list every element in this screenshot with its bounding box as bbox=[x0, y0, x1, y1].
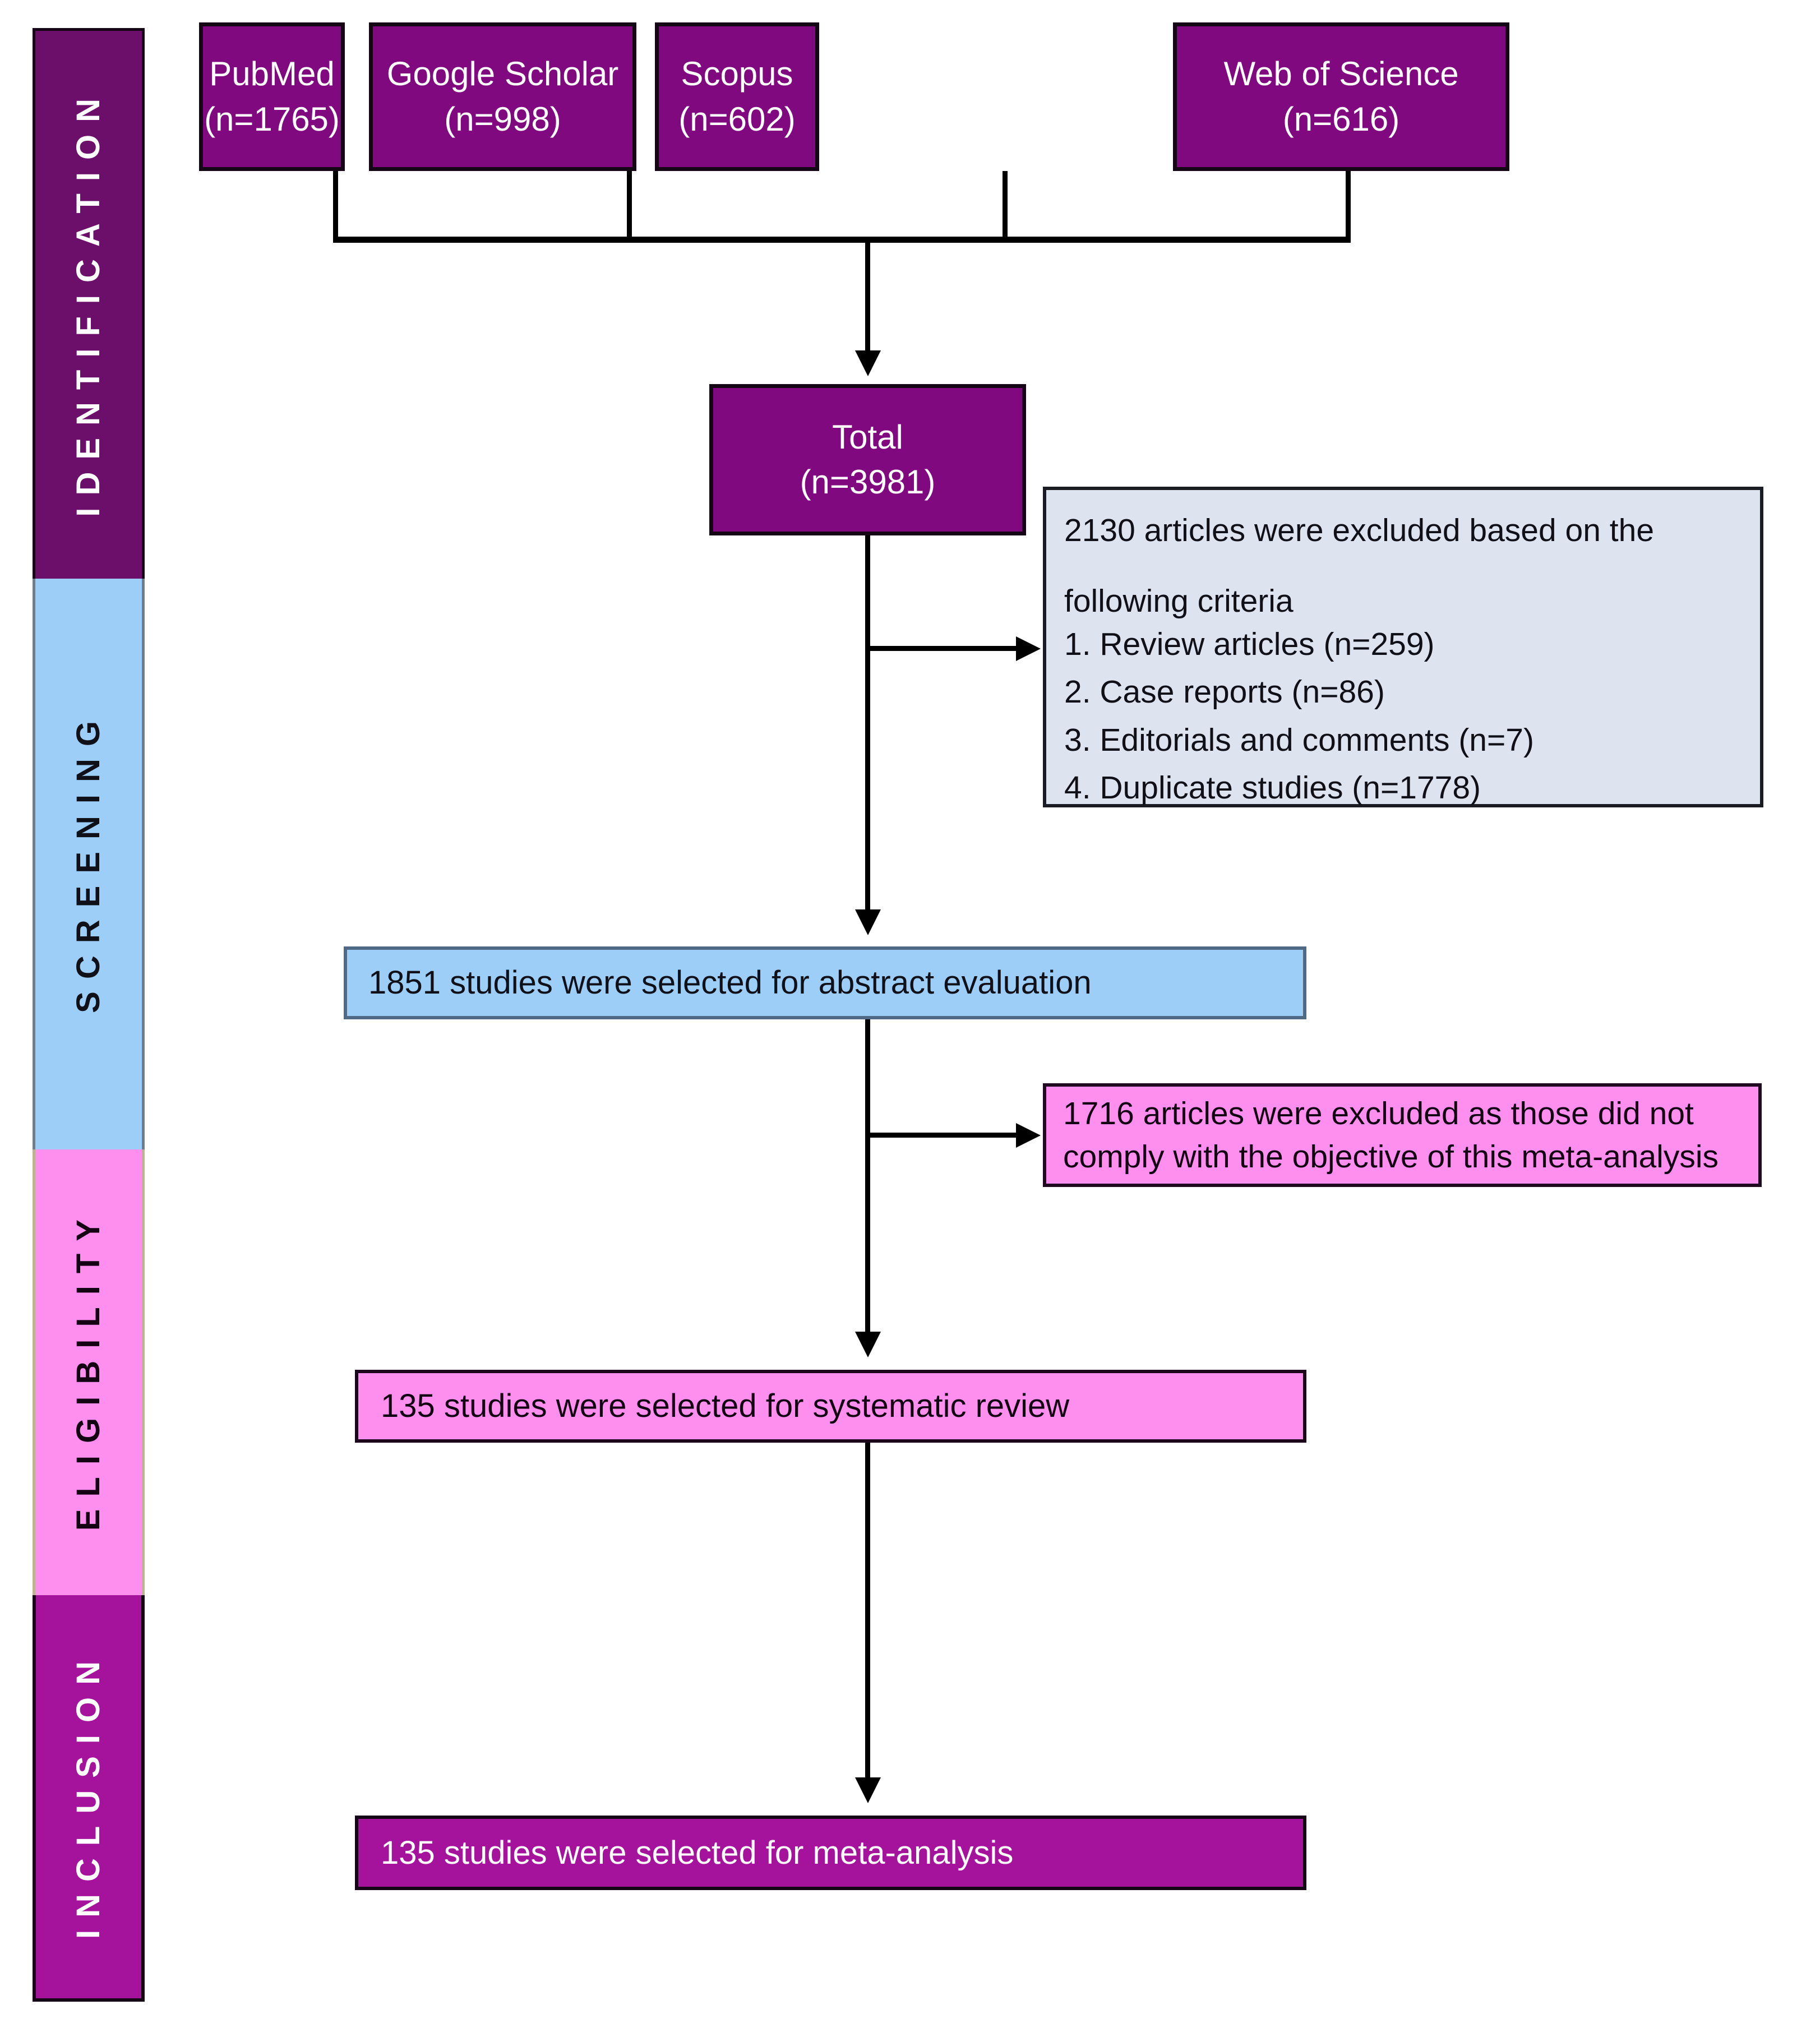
meta-analysis-box: 135 studies were selected for meta-analy… bbox=[355, 1816, 1306, 1890]
exclusion-objective-box: 1716 articles were excluded as those did… bbox=[1043, 1083, 1762, 1187]
connector-spine-abstract-to-systematic bbox=[865, 1019, 870, 1336]
total-label: Total bbox=[832, 418, 903, 456]
exclusion-criteria-item-4: 4. Duplicate studies (n=1778) bbox=[1064, 769, 1481, 806]
exclusion-criteria-item-2: 2. Case reports (n=86) bbox=[1064, 674, 1385, 710]
phase-bar-inclusion: INCLUSION bbox=[33, 1595, 145, 2002]
source-count-scopus: (n=602) bbox=[678, 100, 796, 138]
source-count-google-scholar: (n=998) bbox=[444, 100, 561, 138]
connector-branch-to-exclusion-objective bbox=[865, 1133, 1019, 1138]
connector-drop-web-of-science bbox=[1346, 171, 1351, 241]
connector-bus-sources bbox=[333, 237, 1351, 243]
connector-drop-scopus bbox=[1003, 171, 1008, 241]
total-count: (n=3981) bbox=[800, 463, 936, 501]
phase-label-screening: SCREENING bbox=[70, 709, 107, 1013]
source-count-pubmed: (n=1765) bbox=[204, 100, 340, 138]
total-box: Total (n=3981) bbox=[709, 384, 1026, 535]
arrowhead-to-total bbox=[855, 350, 881, 376]
connector-drop-google-scholar bbox=[627, 171, 632, 241]
phase-label-identification: IDENTIFICATION bbox=[70, 86, 107, 517]
systematic-review-text: 135 studies were selected for systematic… bbox=[381, 1388, 1070, 1425]
source-count-web-of-science: (n=616) bbox=[1282, 100, 1400, 138]
phase-label-eligibility: ELIGIBILITY bbox=[70, 1207, 107, 1531]
source-box-pubmed: PubMed (n=1765) bbox=[199, 22, 345, 171]
source-name-google-scholar: Google Scholar bbox=[386, 55, 619, 93]
exclusion-criteria-item-3: 3. Editorials and comments (n=7) bbox=[1064, 722, 1534, 758]
connector-branch-to-exclusion-criteria bbox=[865, 646, 1019, 651]
phase-bar-eligibility: ELIGIBILITY bbox=[33, 1149, 145, 1595]
connector-stem-to-total bbox=[865, 237, 870, 354]
arrowhead-to-abstract-box bbox=[855, 909, 881, 935]
meta-analysis-text: 135 studies were selected for meta-analy… bbox=[381, 1834, 1014, 1871]
exclusion-objective-line2: comply with the objective of this meta-a… bbox=[1063, 1138, 1719, 1175]
abstract-evaluation-text: 1851 studies were selected for abstract … bbox=[368, 964, 1092, 1001]
exclusion-criteria-item-1: 1. Review articles (n=259) bbox=[1064, 626, 1435, 662]
abstract-evaluation-box: 1851 studies were selected for abstract … bbox=[344, 946, 1306, 1019]
exclusion-criteria-heading-line2: following criteria bbox=[1064, 583, 1294, 620]
source-name-scopus: Scopus bbox=[681, 55, 793, 93]
exclusion-objective-line1: 1716 articles were excluded as those did… bbox=[1063, 1096, 1694, 1132]
source-box-google-scholar: Google Scholar (n=998) bbox=[369, 22, 636, 171]
connector-drop-pubmed bbox=[333, 171, 338, 241]
arrowhead-to-systematic-box bbox=[855, 1332, 881, 1357]
arrowhead-to-exclusion-criteria bbox=[1016, 636, 1041, 661]
source-box-web-of-science: Web of Science (n=616) bbox=[1173, 22, 1509, 171]
connector-spine-total-to-abstract bbox=[865, 535, 870, 914]
phase-label-inclusion: INCLUSION bbox=[70, 1648, 107, 1939]
arrowhead-to-exclusion-objective bbox=[1016, 1123, 1041, 1148]
source-name-pubmed: PubMed bbox=[209, 55, 335, 93]
systematic-review-box: 135 studies were selected for systematic… bbox=[355, 1370, 1306, 1443]
phase-bar-screening: SCREENING bbox=[33, 579, 145, 1149]
source-name-web-of-science: Web of Science bbox=[1223, 55, 1459, 93]
exclusion-criteria-box: 2130 articles were excluded based on the… bbox=[1043, 487, 1763, 807]
connector-spine-systematic-to-meta bbox=[865, 1443, 870, 1782]
arrowhead-to-meta-box bbox=[855, 1777, 881, 1803]
source-box-scopus: Scopus (n=602) bbox=[655, 22, 819, 171]
phase-bar-identification: IDENTIFICATION bbox=[33, 28, 145, 579]
exclusion-criteria-heading-line1: 2130 articles were excluded based on the bbox=[1064, 512, 1655, 548]
